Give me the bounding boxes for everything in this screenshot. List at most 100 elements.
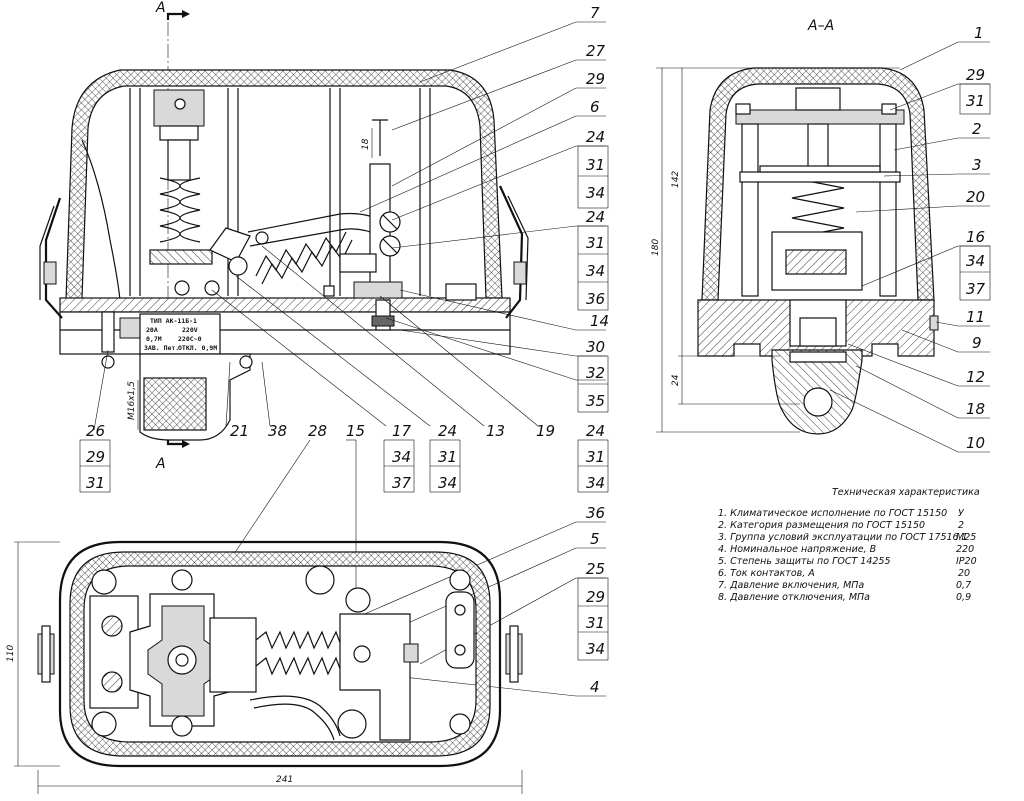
section-view: А–А [697, 18, 939, 435]
section-callout-leaders [829, 41, 990, 453]
svg-text:А: А [155, 456, 166, 472]
technical-specification: Техническая характеристика 1. Климатичес… [718, 487, 980, 603]
svg-text:2. Категория размещения по ГОС: 2. Категория размещения по ГОСТ 15150 [718, 520, 925, 531]
svg-text:20А: 20А [146, 326, 158, 334]
callout-6: 6 [590, 98, 600, 116]
callout-35: 35 [586, 392, 605, 410]
svg-text:241: 241 [276, 775, 293, 785]
plan-view [37, 540, 523, 768]
plan-dimensions [14, 541, 523, 794]
callout-31: 31 [86, 474, 105, 492]
front-view: А А ТИП АК-11Б-1 20А 220V [39, 0, 529, 472]
callout-14: 14 [590, 312, 609, 330]
callout-27: 27 [586, 42, 606, 60]
callout-34: 34 [586, 640, 605, 658]
main-spring-assembly [149, 89, 220, 296]
svg-text:24: 24 [671, 374, 681, 386]
callout-37: 37 [966, 280, 986, 298]
svg-text:220: 220 [956, 544, 974, 555]
svg-text:3. Группа условий эксплуатации: 3. Группа условий эксплуатации по ГОСТ 1… [718, 532, 968, 543]
callout-32: 32 [586, 364, 605, 382]
callout-25: 25 [586, 560, 605, 578]
svg-text:М16х1,5: М16х1,5 [127, 381, 137, 420]
callout-5: 5 [590, 530, 600, 548]
lever-assembly [209, 212, 381, 285]
callout-20: 20 [966, 188, 985, 206]
spec-row: 7. Давление включения, МПа 0,7 [718, 580, 971, 591]
spec-row: 6. Ток контактов, А 20 [718, 568, 970, 579]
svg-text:А–А: А–А [807, 18, 834, 34]
svg-text:220V: 220V [182, 326, 198, 334]
right-clip [499, 185, 529, 319]
section-callout-labels: 1 29 31 2 3 20 16 34 37 11 9 12 18 10 [966, 24, 986, 452]
callout-34: 34 [966, 252, 985, 270]
callout-16: 16 [966, 228, 985, 246]
callout-38: 38 [268, 422, 287, 440]
callout-19: 19 [536, 422, 555, 440]
svg-text:8. Давление отключения, МПа: 8. Давление отключения, МПа [718, 592, 870, 603]
callout-31: 31 [586, 156, 605, 174]
svg-text:2: 2 [958, 520, 964, 531]
nameplate: ТИП АК-11Б-1 20А 220V 0,7М 220С~0 ЗАВ. П… [139, 313, 221, 355]
callout-29: 29 [586, 588, 605, 606]
svg-text:ЗАВ. Пет.: ЗАВ. Пет. [144, 344, 179, 352]
callout-2: 2 [972, 120, 982, 138]
svg-text:IP20: IP20 [956, 556, 977, 567]
callout-13: 13 [486, 422, 505, 440]
svg-text:110: 110 [6, 645, 16, 662]
callout-24: 24 [438, 422, 457, 440]
callout-29: 29 [86, 448, 105, 466]
svg-text:У: У [958, 508, 965, 519]
spec-row: 4. Номинальное напряжение, В 220 [718, 544, 974, 555]
callout-31: 31 [586, 448, 605, 466]
callout-21: 21 [230, 422, 249, 440]
callout-3: 3 [972, 156, 982, 174]
svg-text:4. Номинальное напряжение, В: 4. Номинальное напряжение, В [718, 544, 876, 555]
callout-17: 17 [392, 422, 412, 440]
svg-text:ТИП АК-11Б-1: ТИП АК-11Б-1 [150, 317, 197, 325]
callout-26: 26 [86, 422, 105, 440]
callout-24: 24 [586, 128, 605, 146]
callout-34: 34 [392, 448, 411, 466]
left-clip [39, 197, 63, 319]
spec-title: Техническая характеристика [832, 487, 980, 498]
section-dimensions [656, 67, 900, 433]
svg-text:А: А [155, 0, 166, 16]
svg-text:5. Степень защиты по ГОСТ 1425: 5. Степень защиты по ГОСТ 14255 [718, 556, 891, 567]
svg-text:180: 180 [651, 239, 661, 256]
callout-24: 24 [586, 208, 605, 226]
callout-36: 36 [586, 290, 605, 308]
section-callout-boxes [959, 83, 991, 301]
spec-row: 1. Климатическое исполнение по ГОСТ 1515… [718, 508, 965, 519]
svg-text:142: 142 [671, 171, 681, 188]
callout-1: 1 [974, 24, 984, 42]
callout-31: 31 [586, 234, 605, 252]
front-callout-labels: 7 27 29 6 24 31 34 24 31 34 36 14 30 32 … [86, 4, 609, 696]
callout-7: 7 [590, 4, 600, 22]
callout-29: 29 [586, 70, 605, 88]
svg-text:М25: М25 [956, 532, 976, 543]
callout-9: 9 [972, 334, 982, 352]
callout-34: 34 [586, 184, 605, 202]
svg-text:20: 20 [958, 568, 970, 579]
callout-18: 18 [966, 400, 985, 418]
pressure-fitting [101, 353, 253, 441]
section-mark-bottom: А [155, 436, 190, 472]
base-plate [59, 297, 511, 313]
callout-15: 15 [346, 422, 365, 440]
callout-4: 4 [590, 678, 600, 696]
callout-11: 11 [966, 308, 985, 326]
callout-36: 36 [586, 504, 605, 522]
callout-37: 37 [392, 474, 412, 492]
svg-text:0,9: 0,9 [956, 592, 971, 603]
callout-31: 31 [966, 92, 985, 110]
svg-text:7. Давление включения, МПа: 7. Давление включения, МПа [718, 580, 864, 591]
callout-12: 12 [966, 368, 985, 386]
svg-text:18: 18 [361, 138, 371, 150]
cover-ribs [129, 88, 431, 296]
callout-31: 31 [438, 448, 457, 466]
callout-10: 10 [966, 434, 985, 452]
callout-28: 28 [308, 422, 327, 440]
spec-row: 5. Степень защиты по ГОСТ 14255 IP20 [718, 556, 977, 567]
